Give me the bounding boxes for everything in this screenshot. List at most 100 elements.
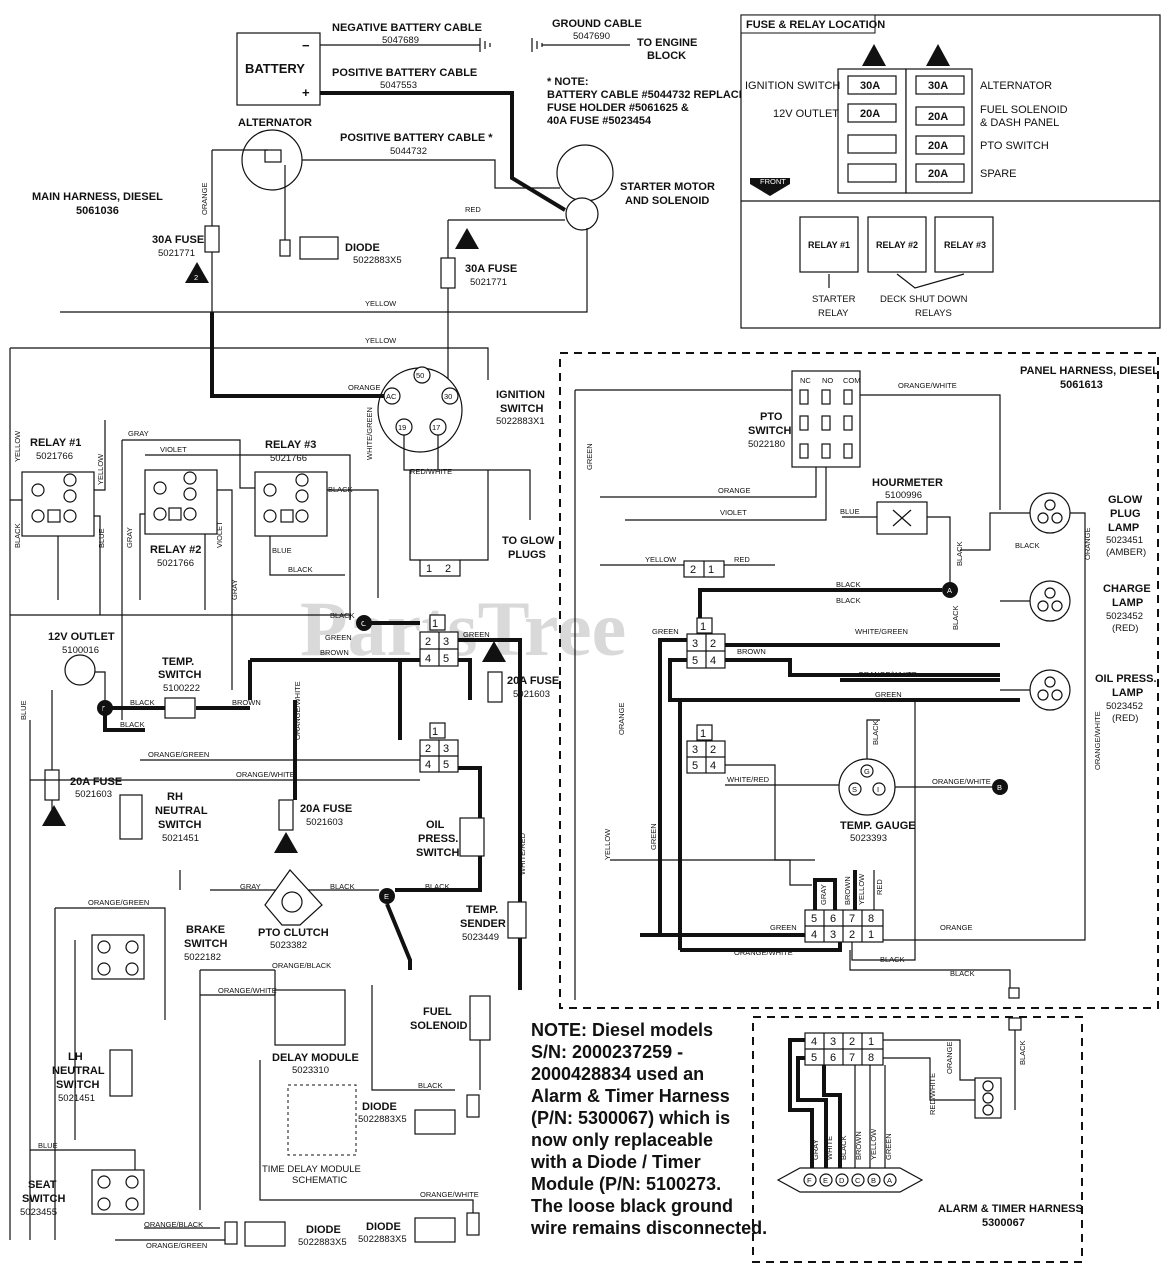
to-engine-2: BLOCK	[647, 50, 686, 62]
glow-lamp-pn: 5023451	[1106, 535, 1143, 546]
pto-switch-2: SWITCH	[748, 425, 791, 437]
diesel-note-10: wire remains disconnected.	[530, 1218, 767, 1238]
delay-module-label: DELAY MODULE	[272, 1052, 359, 1064]
delay-module	[274, 989, 346, 1046]
panel-conn-4pin	[686, 617, 726, 669]
wire-green-p5: GREEN	[649, 823, 658, 850]
wire-orange-white-1: ORANGE/WHITE	[236, 770, 295, 779]
fuse-30a-left	[204, 225, 220, 253]
diesel-note-6: now only replaceable	[531, 1130, 713, 1150]
pos-cable-star-label: POSITIVE BATTERY CABLE *	[340, 132, 493, 144]
outlet-wire	[95, 671, 106, 700]
glow-plug-lamp	[1029, 492, 1071, 534]
wire-yellow-a: YELLOW	[869, 1128, 878, 1160]
p8-pin-2: 2	[849, 929, 855, 941]
gauge-pin-s: S	[852, 785, 857, 794]
a8-pin-3: 3	[830, 1036, 836, 1048]
diode-bot2	[414, 1217, 456, 1243]
glow-lamp-3: LAMP	[1108, 522, 1139, 534]
fuel-solenoid-2: SOLENOID	[410, 1020, 468, 1032]
p4-pin-4: 4	[710, 655, 716, 667]
wire-blue-3: BLUE	[38, 1141, 58, 1150]
panel-dash: & DASH PANEL	[980, 117, 1059, 129]
orange-white-bot	[259, 1060, 474, 1213]
neg-cable-pn: 5047689	[382, 35, 419, 46]
wire-orange-p3: ORANGE	[1083, 527, 1092, 560]
wire-orange-black-2: ORANGE/BLACK	[144, 1220, 203, 1229]
orange-black-wires	[199, 969, 276, 1210]
p8-pin-4: 4	[811, 929, 817, 941]
ign-pin-17: 17	[432, 423, 440, 432]
panel-relay-3	[934, 216, 994, 273]
wire-red-p: RED	[734, 555, 750, 564]
diode-mid-label: DIODE	[362, 1101, 397, 1113]
hourmeter	[876, 501, 928, 535]
lh-neutral-switch	[109, 1049, 133, 1097]
diode-bot2-pn: 5022883X5	[358, 1234, 407, 1245]
starter-relay-2: RELAY	[818, 308, 849, 319]
deck-relays-2: RELAYS	[915, 308, 952, 319]
pto-switch-1: PTO	[760, 411, 783, 423]
alarm-timer-module	[776, 1167, 924, 1193]
ground-cable-pn: 5047690	[573, 31, 610, 42]
starter-label-1: STARTER MOTOR	[620, 181, 715, 193]
brake-switch-1: BRAKE	[186, 924, 225, 936]
delay-schematic-2: SCHEMATIC	[292, 1175, 347, 1186]
wire-gray-1: GRAY	[128, 429, 149, 438]
pto-clutch-pn: 5023382	[270, 940, 307, 951]
panel-relay-2-label: RELAY #2	[876, 240, 918, 250]
node-b	[992, 779, 1008, 795]
main-harness-label: MAIN HARNESS, DIESEL	[32, 191, 163, 203]
wire-blue-p: BLUE	[840, 507, 860, 516]
panel-top-wires	[574, 389, 1001, 1000]
fuel-solenoid-1: FUEL	[423, 1006, 452, 1018]
ign-pin-ac: AC	[386, 392, 397, 401]
wire-black-fs: BLACK	[418, 1081, 443, 1090]
wire-red-1: RED	[465, 205, 481, 214]
ground-tab	[1008, 987, 1020, 999]
battery-label: BATTERY	[245, 61, 305, 76]
fuse-left-1: 30A	[860, 80, 880, 92]
panel-relay-3-label: RELAY #3	[944, 240, 986, 250]
fuse20a-b-label: 20A FUSE	[300, 803, 352, 815]
panel-heavy-wires	[658, 588, 1020, 937]
relay3-pn: 5021766	[270, 453, 307, 464]
pto-switch-pn: 5022180	[748, 439, 785, 450]
panel-relay-2	[867, 216, 927, 273]
oil-lamp-1: OIL PRESS.	[1095, 673, 1157, 685]
delay-schematic	[287, 1084, 357, 1156]
yellow-wire-2	[10, 347, 489, 380]
positive-cable	[320, 91, 567, 212]
wire-black-r1: BLACK	[13, 523, 22, 548]
orange-wire-alt	[211, 149, 268, 312]
oil-press-switch	[459, 817, 485, 857]
tag-2-left-text: 2	[194, 273, 198, 282]
c4m-pin-3: 3	[443, 743, 449, 755]
wire-orange-green-2: ORANGE/GREEN	[88, 898, 149, 907]
battery-note-4: 40A FUSE #5023454	[547, 115, 652, 127]
oil-lamp-note: (RED)	[1112, 713, 1138, 724]
rh-neutral-switch	[119, 794, 143, 840]
wire-black-p6: BLACK	[871, 720, 880, 745]
charge-lamp-pn: 5023452	[1106, 611, 1143, 622]
wire-black-e2: BLACK	[425, 882, 450, 891]
starter-relay-1: STARTER	[812, 294, 856, 305]
panel-harness-border	[559, 352, 1159, 1009]
seat-wires	[30, 1149, 235, 1241]
wire-white-green: WHITE/GREEN	[365, 407, 374, 460]
starter-motor	[556, 144, 614, 202]
12v-outlet	[64, 654, 96, 686]
orange-wire-ac	[210, 312, 384, 398]
outlet-pn: 5100016	[62, 645, 99, 656]
tag-1-a	[42, 805, 66, 826]
c4m-pin-2: 2	[425, 743, 431, 755]
relay3-label: RELAY #3	[265, 439, 316, 451]
wire-brown-p: BROWN	[737, 647, 766, 656]
panel-relay-1-label: RELAY #1	[808, 240, 850, 250]
front-arrow	[750, 178, 790, 196]
relay-3	[254, 471, 328, 537]
panel-spare: SPARE	[980, 168, 1016, 180]
p8-pin-3: 3	[830, 929, 836, 941]
ignition-pn: 5022883X1	[496, 416, 545, 427]
wire-violet-p: VIOLET	[720, 508, 747, 517]
